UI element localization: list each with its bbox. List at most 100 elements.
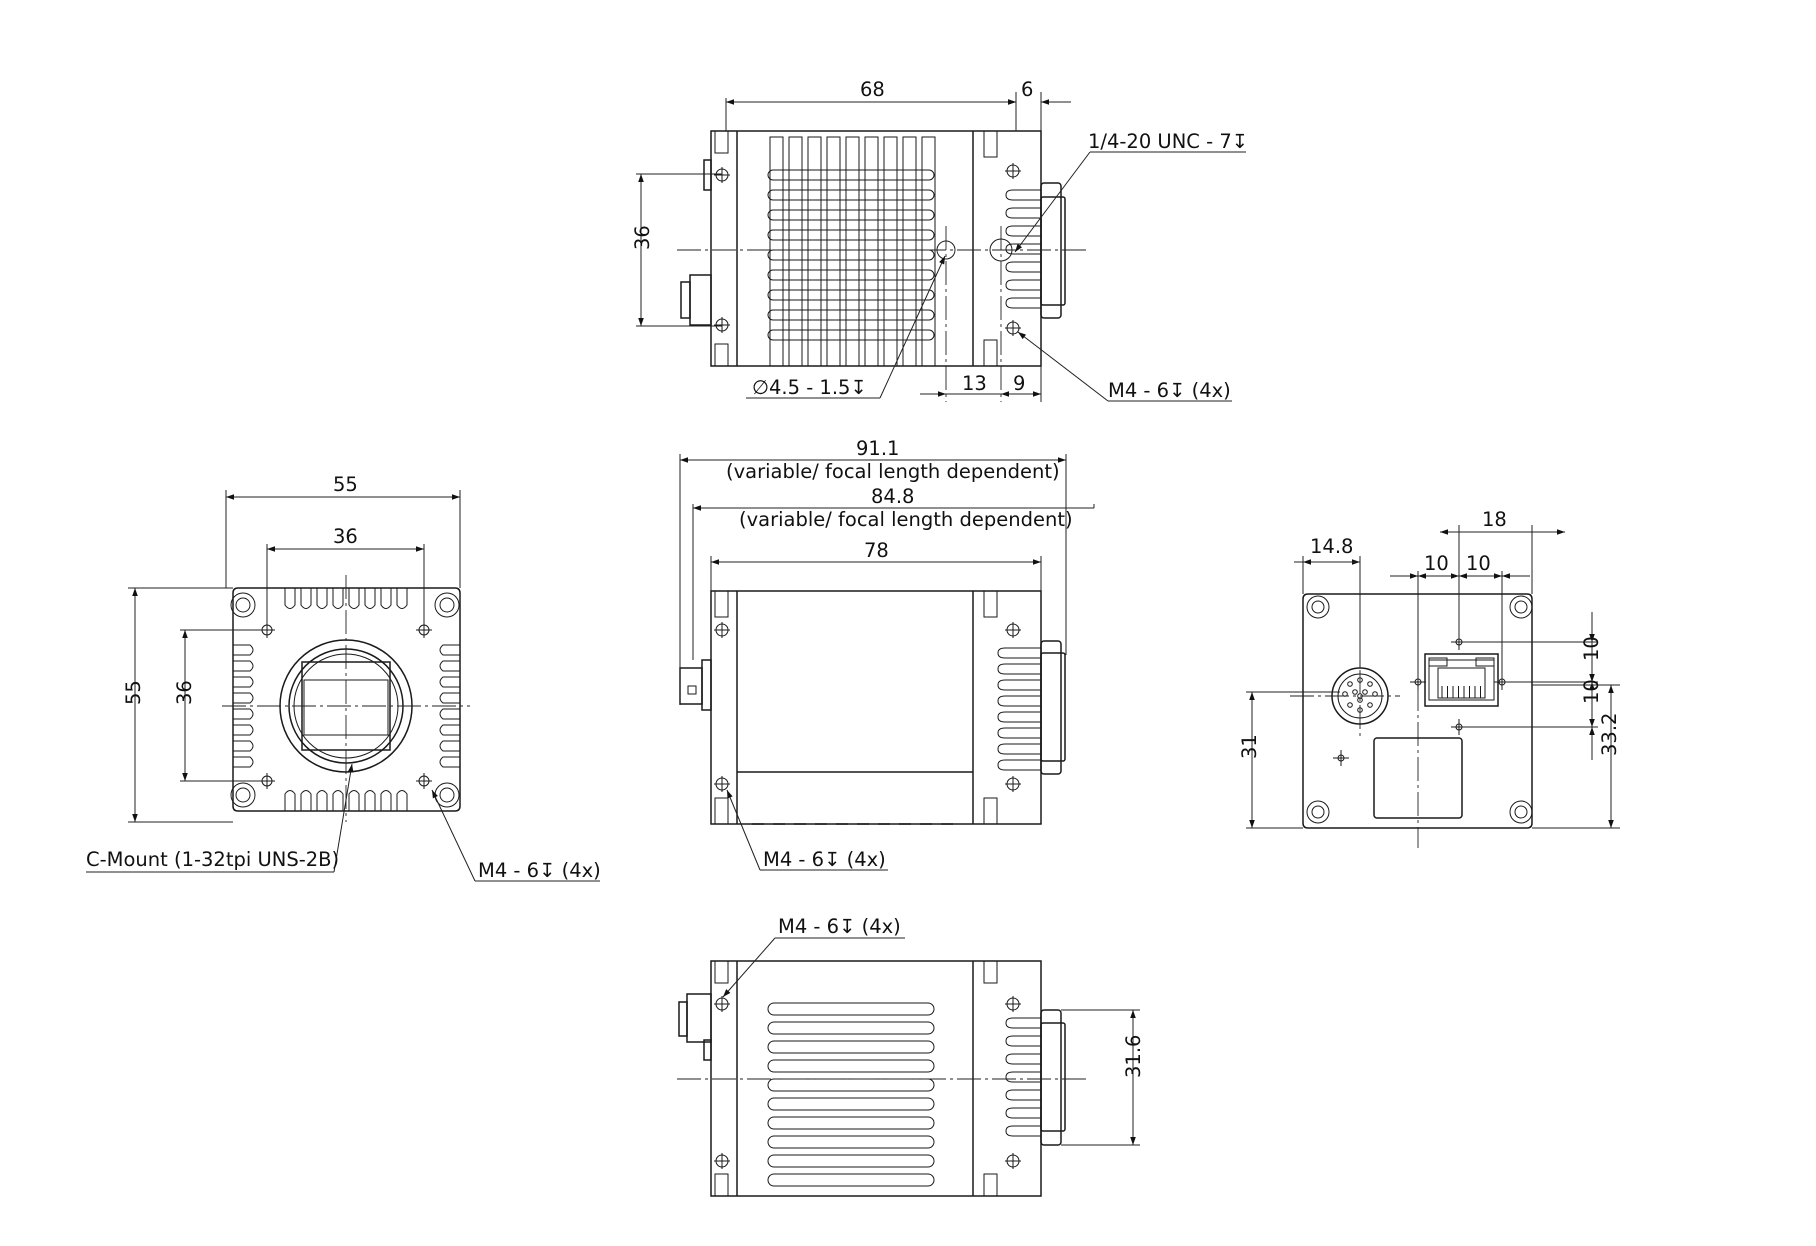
heatsink-fin [826, 136, 841, 366]
connector-pin [1367, 681, 1373, 687]
top-view-labels: 68 6 36 1/4-20 UNC - 7↧ ∅4.5 - 1.5↧ 13 9… [631, 78, 1248, 402]
front-fin [380, 588, 392, 609]
bottom-view-labels: M4 - 6↧ (4x) 31.6 [778, 915, 1145, 1078]
hole-note: ∅4.5 - 1.5↧ [752, 376, 867, 399]
vent-slot [767, 1097, 935, 1111]
side-fin [1005, 225, 1041, 237]
heatsink-fin [902, 136, 917, 366]
vent-slot [767, 1116, 935, 1130]
front-fin [300, 588, 312, 609]
dim-9: 9 [1013, 372, 1025, 395]
dim-55-height: 55 [122, 680, 145, 705]
dim-10-a: 10 [1424, 552, 1449, 575]
side-fin [1005, 207, 1041, 219]
heatsink-fin [767, 269, 935, 281]
dim-10-d: 10 [1580, 679, 1603, 704]
front-fin [439, 692, 460, 704]
dim-78: 78 [864, 539, 889, 562]
front-fin [332, 588, 344, 609]
side-view-labels: 91.1 (variable/ focal length dependent) … [726, 437, 1073, 871]
connector-pin [1352, 689, 1358, 695]
front-fin [439, 644, 460, 656]
vent-slot [767, 1059, 935, 1073]
front-fin [300, 790, 312, 811]
heatsink-fin [767, 249, 935, 261]
connector-pin [1367, 702, 1373, 708]
front-fin [439, 724, 460, 736]
front-view-dimensions [86, 490, 600, 882]
thread-note: 1/4-20 UNC - 7↧ [1088, 130, 1248, 153]
dim-31-6: 31.6 [1122, 1035, 1145, 1078]
vent-slot [767, 1002, 935, 1016]
vent-slot [767, 1135, 935, 1149]
vent-slot [767, 1173, 935, 1187]
front-fin [284, 790, 296, 811]
bottom-view [677, 960, 1090, 1197]
side-fin [1005, 297, 1041, 309]
heatsink-fin [883, 136, 898, 366]
vent-slot [767, 1021, 935, 1035]
connector-pin [1347, 681, 1353, 687]
side-fin [997, 759, 1041, 771]
heatsink-fin [767, 189, 935, 201]
side-fin [997, 663, 1041, 675]
front-fin [439, 660, 460, 672]
side-fin [1005, 1125, 1041, 1137]
top-view [677, 130, 1090, 402]
lens-mount-note: C-Mount (1-32tpi UNS-2B) [86, 848, 339, 871]
heatsink-fin [769, 136, 784, 366]
side-fin [1005, 1053, 1041, 1065]
front-fin [233, 692, 254, 704]
side-fin [1005, 189, 1041, 201]
heatsink-fin [864, 136, 879, 366]
side-fin [1005, 1035, 1041, 1047]
front-view [222, 575, 470, 822]
heatsink-fin [767, 289, 935, 301]
heatsink-fin [788, 136, 803, 366]
front-fin [233, 724, 254, 736]
dim-68: 68 [860, 78, 885, 101]
connector-pin [1357, 697, 1363, 703]
side-fin [1005, 279, 1041, 291]
front-fin [364, 588, 376, 609]
side-fin [1005, 1017, 1041, 1029]
top-view-dimensions [636, 92, 1246, 402]
dim-31: 31 [1238, 734, 1261, 759]
front-fin [396, 588, 408, 609]
heatsink-fin [767, 229, 935, 241]
front-fin [284, 588, 296, 609]
vent-slot [767, 1040, 935, 1054]
side-fin [1005, 1089, 1041, 1101]
side-view [679, 590, 1066, 825]
dim-14-8: 14.8 [1310, 535, 1353, 558]
front-fin [439, 708, 460, 720]
dim-55-width: 55 [333, 473, 358, 496]
vent-slot [767, 1154, 935, 1168]
side-view-dimensions [679, 454, 1095, 871]
front-fin [439, 676, 460, 688]
dim-10-b: 10 [1466, 552, 1491, 575]
side-fin [997, 695, 1041, 707]
side-fin [1005, 261, 1041, 273]
front-fin [233, 644, 254, 656]
front-fin [316, 588, 328, 609]
rear-view-dimensions [1246, 525, 1620, 829]
front-fin [233, 676, 254, 688]
bottom-view-dimensions [722, 937, 1140, 1146]
heatsink-fin [767, 329, 935, 341]
front-view-labels: 55 36 55 36 C-Mount (1-32tpi UNS-2B) M4 … [86, 473, 601, 882]
front-fin [348, 588, 360, 609]
dim-36: 36 [631, 225, 654, 250]
front-fin [439, 740, 460, 752]
dim-10-c: 10 [1580, 636, 1603, 661]
front-fin [396, 790, 408, 811]
mount-note-side: M4 - 6↧ (4x) [763, 848, 886, 871]
side-fin [997, 647, 1041, 659]
front-fin [233, 660, 254, 672]
front-fin [316, 790, 328, 811]
side-fin [1005, 1107, 1041, 1119]
dim-84-note: (variable/ focal length dependent) [739, 508, 1073, 531]
front-fin [233, 708, 254, 720]
front-fin [439, 756, 460, 768]
